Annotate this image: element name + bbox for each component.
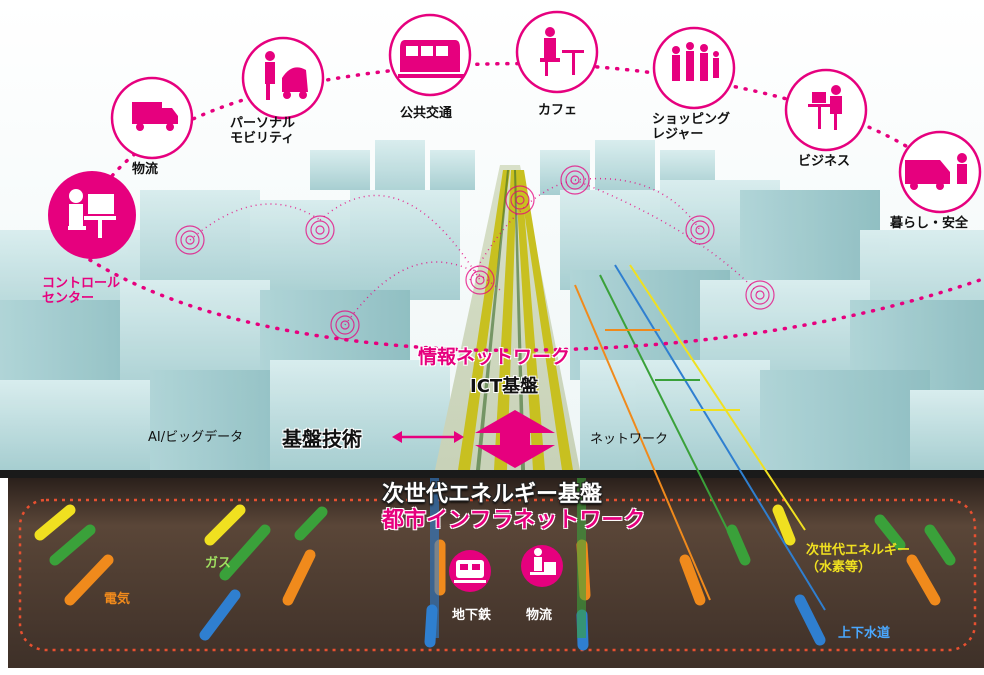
network-arc-bottom [88,258,982,353]
cafe-icon [540,27,584,76]
delivery-worker-icon [530,548,556,575]
subway-label: 地下鉄 [452,608,492,623]
pipe-segment [49,524,96,566]
signal-links [189,177,761,326]
next-energy-hydrogen-label: 次世代エネルギー （水素等） [806,542,910,576]
cafe-label: カフェ [538,103,578,118]
pipe-segment [294,506,328,541]
ict-base-label: ICT基盤 [470,376,539,397]
signal-ring [475,275,485,285]
signal-ring [180,230,200,250]
personal-mobility-icon [265,51,308,100]
shopping-label: ショッピング レジャー [652,112,730,142]
personal-mobility-label: パーソナル モビリティ [230,116,295,146]
signal-ring [570,175,580,185]
signal-ring [695,225,705,235]
signal-ring [465,265,495,295]
network-lines [574,264,826,611]
info-network-label: 情報ネットワーク [418,346,571,368]
water-label: 上下水道 [838,626,891,641]
city-buildings [0,140,984,470]
living-safety-label: 暮らし・安全 [890,216,969,231]
signal-ring [340,320,350,330]
infrastructure-boundary [18,498,977,652]
control-center-label: コントロール センター [42,276,120,306]
shopping-label-line2: レジャー [652,127,704,142]
personal-mobility-label-line1: パーソナル [230,116,296,131]
next-energy-label-line1: 次世代エネルギー [806,543,911,558]
signal-ring [335,315,355,335]
control-center-node [48,171,136,259]
pipe-segment [906,554,941,606]
network-arc-top [93,61,942,202]
pipe-segment [726,524,751,566]
pipe-segment [282,549,316,606]
office-worker-icon [808,85,842,130]
pipe-segment [924,524,956,566]
next-energy-label-line2: （水素等） [806,560,872,575]
pipe-segment [199,589,241,641]
network-label: ネットワーク [590,432,669,447]
tram-icon [398,40,464,78]
pipe-segment [204,504,246,546]
business-node [784,68,868,152]
signal-antennas [175,165,775,340]
signal-ring [330,310,360,340]
signal-ring [565,170,585,190]
signal-ring [515,195,525,205]
signal-ring [510,190,530,210]
signal-ring [470,270,490,290]
base-tech-label: 基盤技術 [282,427,362,451]
left-right-arrow [392,431,464,443]
electricity-label: 電気 [104,592,131,607]
pipe-segment [34,504,76,541]
ai-bigdata-label: AI/ビッグデータ [148,430,244,445]
ground-surface [0,470,984,478]
signal-ring [305,215,335,245]
logistics-label: 物流 [132,162,159,177]
subway-icon [454,560,486,583]
pipe-segment [794,594,826,646]
emergency-vehicle-icon [905,153,967,190]
signal-ring [750,285,770,305]
signal-ring [175,225,205,255]
personal-mobility-label-line2: モビリティ [230,131,295,146]
signal-ring [505,185,535,215]
underground-logistics-label: 物流 [526,608,553,623]
up-down-arrow [475,410,555,468]
avenue-trees [458,170,573,470]
signal-ring [310,220,330,240]
signal-ring [560,165,590,195]
pipe-segment [679,554,706,606]
pipe-segment [772,504,796,546]
pipe-segment [64,554,114,606]
gas-label: ガス [205,556,232,571]
control-center-label-line2: センター [42,291,95,306]
urban-infra-label: 都市インフラネットワーク [382,508,646,533]
signal-ring [755,290,765,300]
signal-ring [745,280,775,310]
pipe-segment [874,514,906,551]
truck-icon [132,102,178,131]
control-center-label-line1: コントロール [42,276,121,291]
business-label: ビジネス [798,154,851,169]
shopping-label-line1: ショッピング [652,112,731,127]
operator-at-desk-icon [68,189,116,238]
signal-ring [685,215,715,245]
signal-ring [315,225,325,235]
next-energy-base-label: 次世代エネルギー基盤 [382,482,603,507]
signal-ring [185,235,195,245]
cafe-node [515,10,599,94]
pipe-segment [219,524,271,581]
public-transport-label: 公共交通 [400,106,453,121]
signal-ring [690,220,710,240]
shoppers-icon [672,42,719,81]
